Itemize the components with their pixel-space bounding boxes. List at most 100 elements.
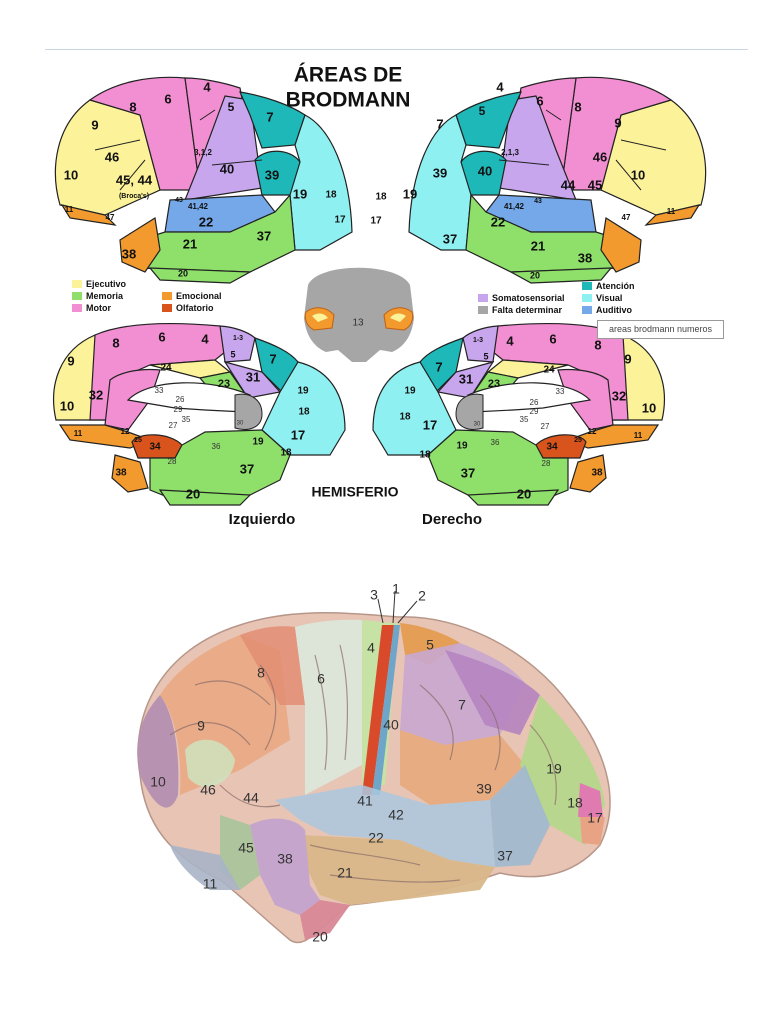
area-label: 37 xyxy=(240,461,254,476)
area-label: 39 xyxy=(265,167,279,182)
area-label: 5 xyxy=(483,351,488,361)
area-label: 10 xyxy=(642,400,656,415)
area-label: 11 xyxy=(634,431,643,440)
legend-swatch xyxy=(72,304,82,312)
photo-area-labels: 4 5 8 6 7 40 9 10 46 44 19 41 39 18 42 1… xyxy=(150,637,603,945)
area-label: 9 xyxy=(614,115,621,130)
area-label: 30 xyxy=(474,422,481,428)
area-label: 45 xyxy=(588,177,602,192)
area-label: 42 xyxy=(388,807,404,823)
area-label: 28 xyxy=(542,459,551,468)
photo-top-labels: 3 1 2 xyxy=(370,581,426,604)
area-label: 27 xyxy=(541,422,550,431)
area-label: 10 xyxy=(64,167,78,182)
area-label: 24 xyxy=(160,363,172,374)
area-label: 19 xyxy=(293,186,307,201)
area-label: 18 xyxy=(325,190,337,201)
legend-label: Motor xyxy=(86,303,111,313)
area-label: 32 xyxy=(89,387,103,402)
area-label: 8 xyxy=(129,99,136,114)
area-label: 2,1,3 xyxy=(501,148,519,157)
area-label: 39 xyxy=(476,781,492,797)
left-lateral-hemisphere: 4 8 6 5 7 9 3,1,2 46 40 39 10 45, 44 (Br… xyxy=(54,76,353,284)
area-label: 4 xyxy=(367,640,375,656)
area-label: 36 xyxy=(491,438,500,447)
area-label: 4 xyxy=(201,331,209,346)
area-label: 33 xyxy=(556,387,565,396)
legend-item-auditivo: Auditivo xyxy=(582,305,632,315)
legend-swatch xyxy=(72,292,82,300)
area-label: 9 xyxy=(197,718,205,734)
legend-item-falta-determinar: Falta determinar xyxy=(478,305,563,315)
legend-item-ejecutivo: Ejecutivo xyxy=(72,279,127,289)
area-label: 31 xyxy=(459,371,473,386)
area-label: 19 xyxy=(252,437,264,448)
area-label: 20 xyxy=(178,268,188,278)
area-label: 18 xyxy=(298,407,310,418)
area-label: 7 xyxy=(458,697,466,713)
area-label: 46 xyxy=(200,782,216,798)
area-label: 18 xyxy=(567,795,583,811)
area-label: 21 xyxy=(183,236,197,251)
area-label: 5 xyxy=(230,349,235,359)
right-lateral-labels: 4 6 8 5 9 7 2,1,3 46 40 39 10 44 45 19 1… xyxy=(370,79,675,280)
area-label: 37 xyxy=(461,465,475,480)
area-label: 17 xyxy=(370,216,382,227)
legend-item-somatosensorial: Somatosensorial xyxy=(478,293,565,303)
area-label: 4 xyxy=(203,79,211,94)
area-label: 6 xyxy=(158,329,165,344)
area-label: 6 xyxy=(536,93,543,108)
area-label: 9 xyxy=(67,353,74,368)
brain-lateral-illustration: 3 1 2 4 5 8 6 7 40 9 10 46 44 19 41 39 1… xyxy=(137,581,611,945)
legend-item-olfatorio: Olfatorio xyxy=(162,303,214,313)
area-label: 23 xyxy=(488,378,500,390)
area-label: 4 xyxy=(496,79,504,94)
area-label: 21 xyxy=(531,238,545,253)
area-label: 28 xyxy=(168,457,177,466)
area-label: 25 xyxy=(574,437,582,444)
left-medial-hemisphere: 6 4 1-3 8 5 7 9 24 31 33 23 32 19 26 29 … xyxy=(53,323,346,506)
legend-swatch xyxy=(162,292,172,300)
legend-item-atencion: Atención xyxy=(582,281,635,291)
area-label: 17 xyxy=(291,427,305,442)
area-label: 41 xyxy=(357,793,373,809)
area-label: 23 xyxy=(218,378,230,390)
legend-label: Olfatorio xyxy=(176,303,214,313)
area-label: 17 xyxy=(334,215,346,226)
leader-lines xyxy=(377,590,418,624)
area-label: 8 xyxy=(574,99,581,114)
area-label: 35 xyxy=(520,415,529,424)
area-label: 12 xyxy=(588,427,597,436)
area-label: 26 xyxy=(530,398,539,407)
area-label: 44 xyxy=(243,790,259,806)
area-label: 32 xyxy=(612,388,626,403)
title-line-2: BRODMANN xyxy=(286,89,411,112)
area-label: 5 xyxy=(479,104,486,118)
area-label: 19 xyxy=(403,186,417,201)
area-label: 6 xyxy=(549,331,556,346)
area-label: 4 xyxy=(506,333,514,348)
area-label: 27 xyxy=(169,421,178,430)
area-label: 20 xyxy=(530,270,540,280)
area-label: 22 xyxy=(199,214,213,229)
area-label: 40 xyxy=(383,717,399,733)
legend-item-emocional: Emocional xyxy=(162,291,222,301)
area-label: 46 xyxy=(105,149,119,164)
area-label: 5 xyxy=(228,100,235,114)
area-label: 11 xyxy=(203,876,218,892)
area-label: 9 xyxy=(91,117,98,132)
legend-left: Ejecutivo Memoria Motor Emocional Olfato… xyxy=(72,279,222,313)
area-label: 45, 44 xyxy=(116,172,153,187)
area-label: 18 xyxy=(399,412,411,423)
area-label: 22 xyxy=(368,830,384,846)
area-label: 6 xyxy=(164,91,171,106)
area-label: 1-3 xyxy=(233,335,243,342)
area-label: 11 xyxy=(65,205,74,214)
legend-label: Ejecutivo xyxy=(86,279,127,289)
area-label: 22 xyxy=(491,214,505,229)
legend-label: Emocional xyxy=(176,291,222,301)
legend-right: Atención Somatosensorial Visual Falta de… xyxy=(478,281,635,315)
area-label: 33 xyxy=(155,386,164,395)
area-label: 11 xyxy=(667,207,676,216)
area-label: 7 xyxy=(269,351,276,366)
